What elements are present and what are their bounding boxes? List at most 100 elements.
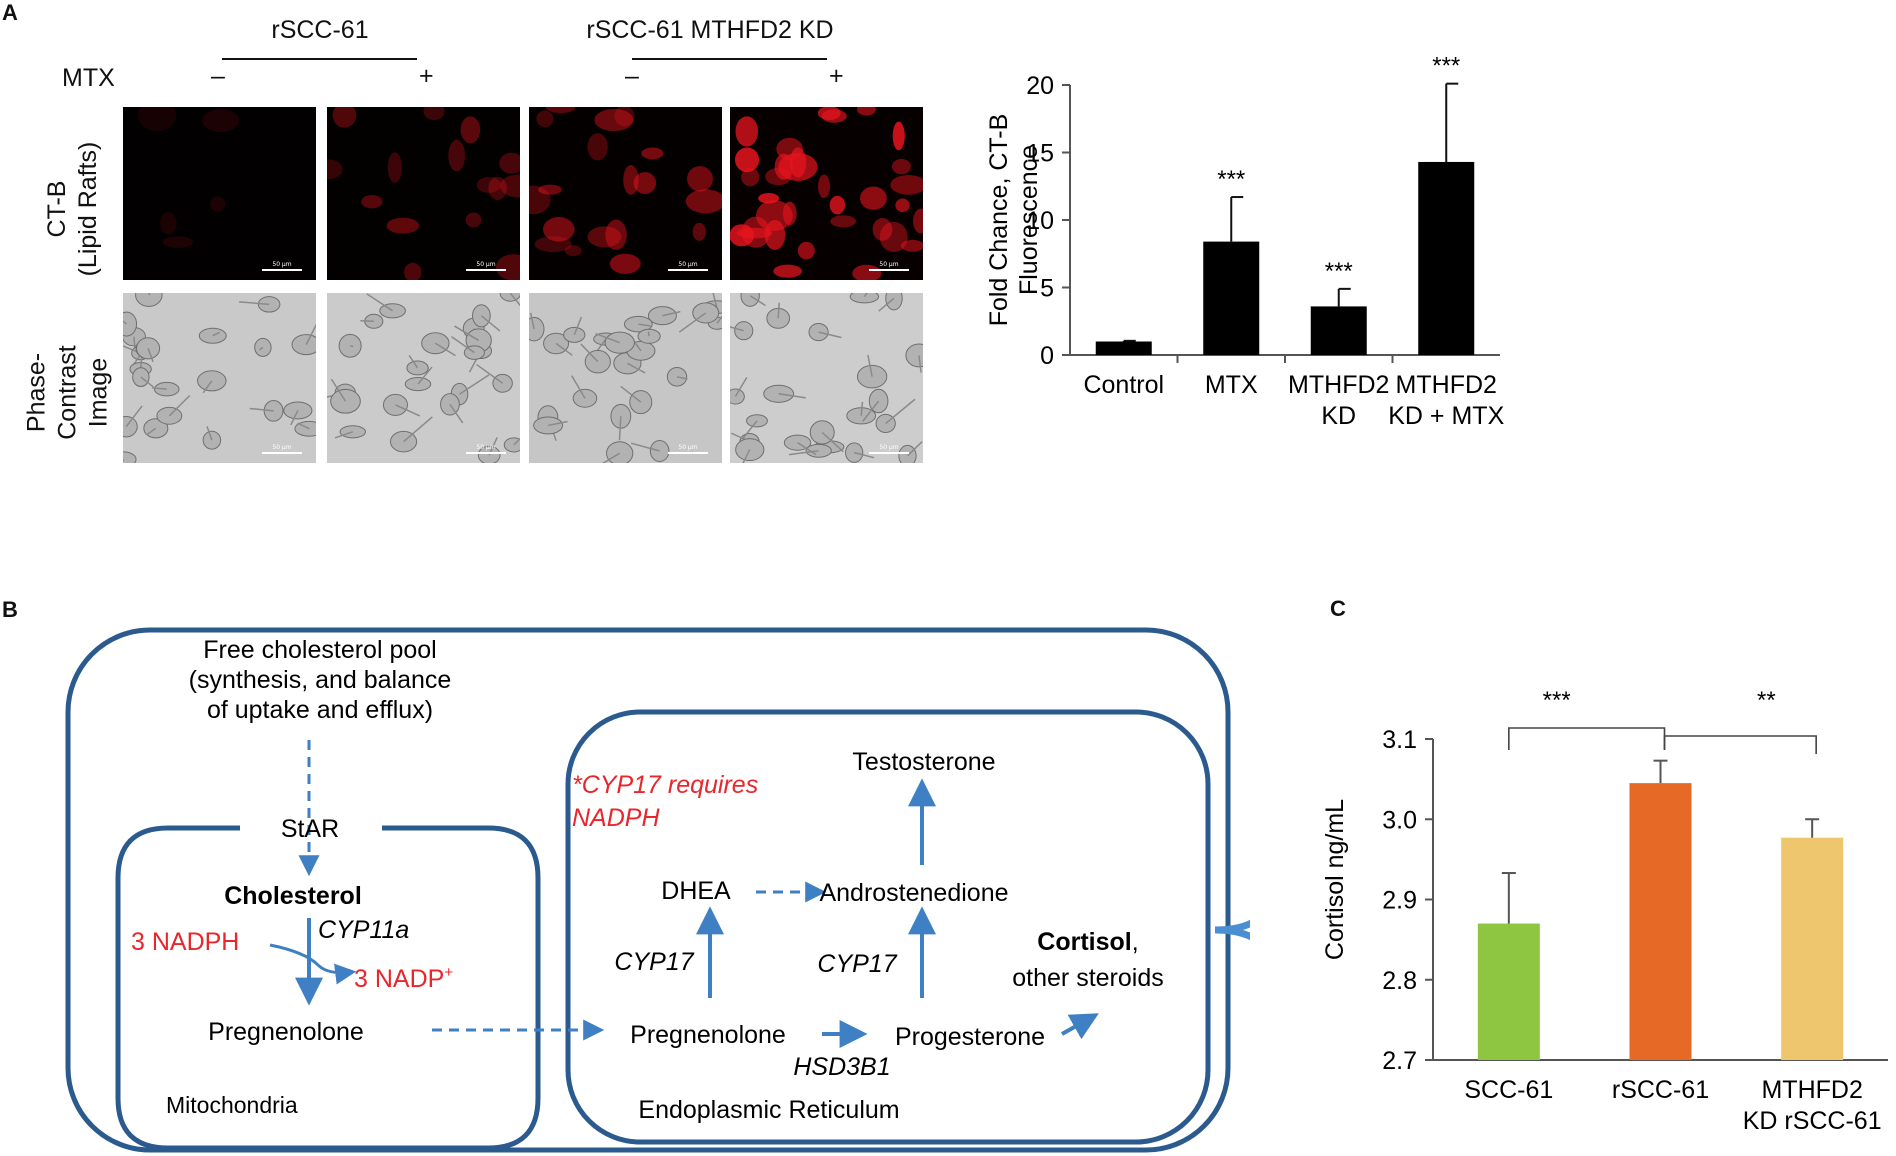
cell-process	[638, 323, 651, 327]
cell-process	[797, 442, 817, 456]
stained-cell	[534, 236, 572, 253]
cell-process	[146, 427, 157, 436]
cell-process	[202, 380, 213, 394]
significance-label: ***	[1217, 166, 1245, 193]
stained-cell	[852, 264, 882, 280]
y-tick-label: 3.0	[1382, 806, 1417, 834]
stained-cell	[773, 264, 802, 278]
phase-cell	[135, 293, 163, 307]
phase-cell	[291, 334, 316, 356]
phase-cell	[339, 425, 366, 439]
fluorescence-cells-4	[730, 107, 923, 280]
progesterone-label: Progesterone	[895, 1023, 1045, 1051]
phase-image-mtx: 50 µm	[327, 293, 520, 463]
phase-cell	[647, 306, 677, 326]
phase-cell	[740, 293, 760, 307]
cell-process	[147, 348, 154, 363]
fluorescence-image-kd-mtx: 50 µm	[730, 107, 923, 280]
bar	[1629, 783, 1692, 1060]
cell-process	[618, 416, 622, 441]
cell-process	[573, 316, 583, 336]
phase-cell	[606, 441, 634, 463]
stained-cell	[529, 185, 551, 215]
stained-cell	[782, 201, 797, 226]
er-boundary	[565, 709, 1211, 1145]
cell-process	[555, 342, 573, 356]
stained-cell	[614, 107, 635, 127]
stained-cell	[499, 174, 520, 198]
cell-boundary	[65, 627, 1231, 1153]
phase-image-control: 50 µm	[123, 293, 316, 463]
scale-bar-label: 50 µm	[678, 261, 698, 268]
phase-cells-3	[529, 293, 722, 463]
pregnenolone-er-label: Pregnenolone	[630, 1021, 786, 1049]
x-tick-label: MTX	[1205, 371, 1258, 399]
cell-process	[476, 363, 504, 384]
stained-cell	[830, 215, 857, 228]
scale-bar-label: 50 µm	[879, 261, 899, 268]
fluorescence-image-mtx: 50 µm	[327, 107, 520, 280]
stained-cell	[797, 241, 815, 260]
cell-process	[749, 295, 766, 307]
cell-process	[662, 310, 681, 317]
stained-cell	[913, 208, 923, 234]
panel-a-letter: A	[2, 0, 18, 25]
scale-bar-label: 50 µm	[476, 261, 496, 268]
cell-process	[529, 312, 535, 330]
phase-cells-1	[123, 293, 316, 463]
stained-cell	[546, 107, 576, 114]
pool-line-1: Free cholesterol pool	[203, 636, 436, 664]
scale-bar	[668, 452, 708, 454]
phase-cell	[283, 401, 313, 420]
cell-process	[206, 426, 213, 441]
pool-line-2: (synthesis, and balance	[189, 666, 452, 694]
cell-process	[168, 394, 191, 417]
cell-process	[305, 323, 316, 345]
cell-process	[862, 400, 880, 422]
bar	[1477, 923, 1540, 1060]
stained-cell	[386, 217, 420, 234]
scale-bar-label: 50 µm	[678, 444, 698, 451]
group-label-rscc61: rSCC-61	[271, 16, 369, 44]
phase-cell	[503, 437, 520, 453]
scale-bar-label: 50 µm	[476, 444, 496, 451]
nadph-label: 3 NADPH	[131, 928, 239, 956]
phase-cell	[805, 443, 832, 458]
cell-process	[139, 355, 143, 370]
stained-cell	[776, 137, 803, 161]
cell-process	[716, 315, 722, 324]
stained-cell	[829, 195, 846, 215]
fluorescence-cells-1	[137, 107, 240, 248]
stained-cell	[741, 216, 771, 248]
mtx-plus-1: +	[419, 62, 434, 90]
stained-cell	[488, 176, 507, 201]
phase-cell	[649, 439, 670, 463]
dhea-label: DHEA	[661, 877, 731, 905]
cell-process	[249, 407, 274, 412]
arrow-nadph-to-nadp	[269, 943, 357, 985]
stained-cell	[536, 110, 554, 128]
fluorescence-cells-2	[327, 107, 520, 280]
stained-cell	[594, 108, 634, 132]
chart-a-ctb-fold-change: 05101520Control***MTX***MTHFD2KD***MTHFD…	[985, 53, 1505, 430]
stained-cell	[685, 189, 722, 214]
cell-process	[212, 331, 220, 337]
phase-cell	[382, 393, 408, 416]
cell-process	[918, 355, 922, 373]
cell-process	[630, 442, 660, 452]
stained-cell	[538, 184, 562, 195]
cyp17-left-label: CYP17	[614, 948, 694, 976]
cell-process	[867, 354, 873, 377]
cell-process	[854, 451, 875, 459]
phase-cell	[197, 370, 227, 392]
mtx-minus-1: –	[211, 62, 225, 90]
phase-cell	[499, 293, 520, 302]
pool-line-3: of uptake and efflux)	[207, 696, 433, 724]
cell-process	[451, 336, 475, 354]
stained-cell	[741, 167, 760, 187]
cell-process	[821, 431, 844, 453]
scale-bar	[262, 452, 302, 454]
scale-bar	[466, 452, 506, 454]
row-label-ctb: CT-B (Lipid Rafts)	[43, 141, 102, 277]
